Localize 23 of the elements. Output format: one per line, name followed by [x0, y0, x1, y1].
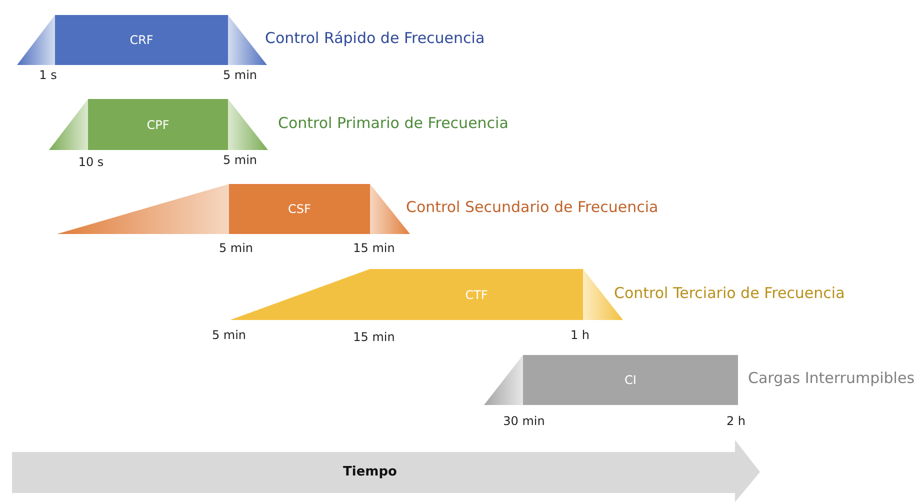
- control-name: Control Terciario de Frecuencia: [614, 284, 845, 302]
- time-label: 5 min: [212, 328, 246, 342]
- control-name: Control Primario de Frecuencia: [278, 114, 508, 132]
- time-label: 15 min: [353, 241, 395, 255]
- time-label: 5 min: [222, 68, 258, 82]
- time-label: 5 min: [218, 241, 254, 255]
- bar-label: CTF: [465, 288, 488, 302]
- control-name: Control Rápido de Frecuencia: [265, 29, 485, 47]
- time-label: 5 min: [222, 153, 258, 167]
- bar-label: CPF: [146, 118, 170, 132]
- time-label: 1 s: [39, 68, 57, 82]
- time-label: 30 min: [503, 414, 545, 428]
- bar-label: CI: [624, 373, 636, 387]
- time-label: 2 h: [726, 414, 746, 428]
- time-arrow: [12, 440, 760, 502]
- control-name: Control Secundario de Frecuencia: [406, 198, 658, 216]
- time-label: 10 s: [78, 155, 104, 169]
- control-name: Cargas Interrumpibles: [748, 369, 915, 387]
- bar-label: CSF: [288, 202, 311, 216]
- axis-label: Tiempo: [343, 464, 397, 480]
- time-label: 15 min: [353, 330, 395, 344]
- time-label: 1 h: [570, 328, 590, 342]
- bar-label: CRF: [130, 33, 154, 47]
